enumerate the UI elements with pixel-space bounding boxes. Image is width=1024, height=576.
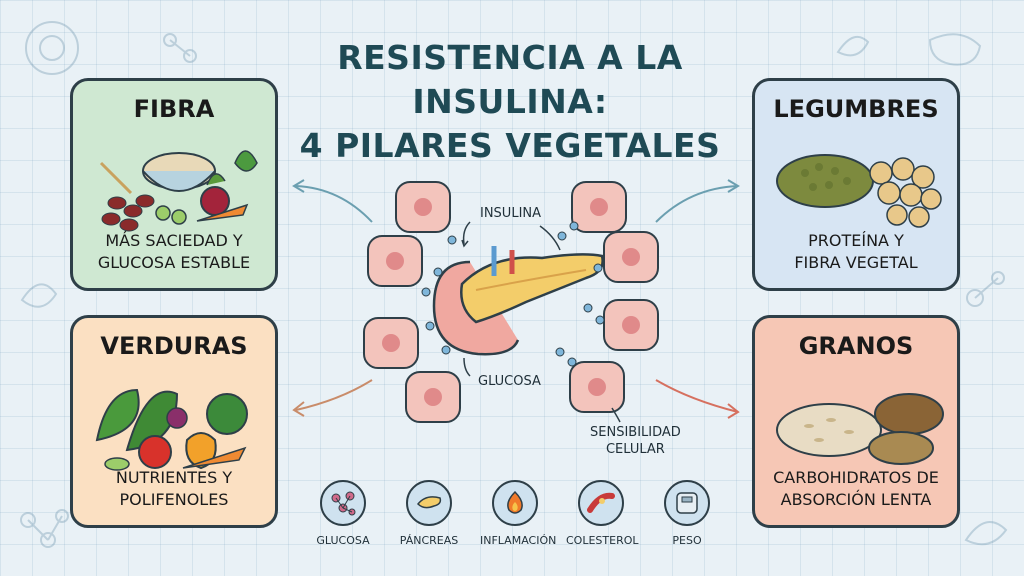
page-title: RESISTENCIA A LA INSULINA: 4 PILARES VEG… (260, 36, 760, 168)
pancreas-icon (406, 480, 452, 526)
label-sensibilidad-celular: SENSIBILIDAD CELULAR (590, 424, 681, 458)
card-legumbres-caption: PROTEÍNA Y FIBRA VEGETAL (794, 231, 918, 272)
flame-icon (492, 480, 538, 526)
card-legumbres: LEGUMBRES PROTEÍNA Y FIBRA VEGETAL (752, 78, 960, 291)
artery-icon (578, 480, 624, 526)
legend-label: INFLAMACIÓN (480, 534, 557, 547)
legumes-illustration (776, 154, 942, 228)
card-granos: GRANOS CARBOHIDRATOS DE ABSORCIÓN LENTA (752, 315, 960, 528)
scale-icon (664, 480, 710, 526)
legend-item-peso: PESO (652, 480, 722, 547)
molecule-icon (320, 480, 366, 526)
card-verduras: VERDURAS NUTRIENTES Y POLIFENOLES (70, 315, 278, 528)
label-sensibilidad-line-1: SENSIBILIDAD (590, 425, 681, 440)
legend-label: GLUCOSA (316, 534, 370, 547)
legend-item-colesterol: COLESTEROL (566, 480, 639, 547)
card-fibra-caption: MÁS SACIEDAD Y GLUCOSA ESTABLE (97, 231, 251, 272)
label-sensibilidad-line-2: CELULAR (605, 442, 665, 457)
label-insulina: INSULINA (480, 206, 542, 221)
title-line-2: 4 PILARES VEGETALES (299, 126, 721, 165)
vegetables-illustration (95, 388, 248, 471)
label-glucosa: GLUCOSA (478, 374, 541, 389)
card-verduras-title: VERDURAS (100, 332, 248, 360)
card-granos-caption: CARBOHIDRATOS DE ABSORCIÓN LENTA (773, 468, 939, 509)
legend-item-inflamacion: INFLAMACIÓN (480, 480, 557, 547)
card-legumbres-title: LEGUMBRES (773, 95, 939, 123)
legend-label: COLESTEROL (566, 534, 639, 547)
legend-item-glucosa: GLUCOSA (308, 480, 378, 547)
fiber-foods-illustration (99, 150, 258, 232)
card-verduras-caption: NUTRIENTES Y POLIFENOLES (115, 468, 233, 509)
title-line-1: RESISTENCIA A LA INSULINA: (337, 38, 683, 121)
legend-item-pancreas: PÁNCREAS (394, 480, 464, 547)
legend-label: PESO (672, 534, 702, 547)
grains-illustration (776, 393, 944, 465)
card-granos-title: GRANOS (798, 332, 914, 360)
card-fibra: FIBRA MÁS SACIEDAD Y GLUCOSA ESTABLE (70, 78, 278, 291)
card-fibra-title: FIBRA (133, 95, 215, 123)
legend-label: PÁNCREAS (399, 534, 459, 547)
